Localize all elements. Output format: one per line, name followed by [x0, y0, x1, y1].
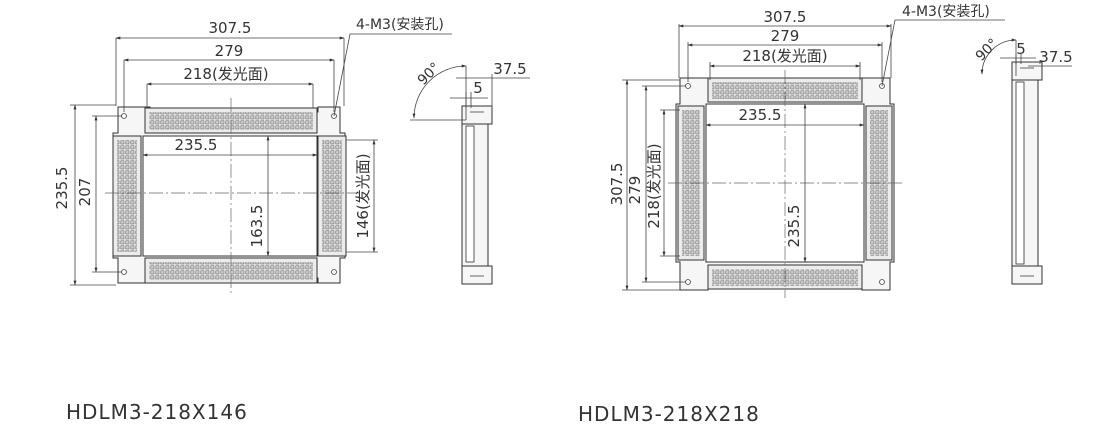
side-depth: 37.5 [493, 60, 526, 78]
dim-inner-height: 235.5 [785, 205, 803, 248]
side-angle: 90° [973, 36, 1002, 65]
mount-hole [879, 83, 885, 89]
dim-mount-width: 279 [215, 42, 244, 60]
dim-emit-height: 146(发光面) [354, 153, 372, 238]
dim-mount-height: 279 [626, 176, 644, 205]
note-mounting-holes: 4-M3(安装孔) [356, 17, 444, 33]
dim-inner-width: 235.5 [739, 106, 782, 124]
dim-mount-width: 279 [771, 27, 800, 45]
mount-hole [879, 279, 885, 285]
side-angle: 90° [415, 60, 444, 89]
side-thickness: 5 [1016, 40, 1026, 58]
led-array-top [712, 82, 858, 99]
dim-mount-height: 207 [76, 178, 94, 207]
dim-outer-height: 307.5 [608, 163, 626, 206]
dim-outer-width: 307.5 [209, 19, 252, 37]
right-side-view: 90° 5 37.5 [973, 36, 1073, 285]
dim-emit-width: 218(发光面) [183, 65, 268, 83]
led-array-left [117, 140, 137, 252]
caption-right-model: HDLM3-218X218 [578, 402, 760, 425]
mount-hole [331, 269, 337, 275]
mount-hole [331, 113, 337, 119]
led-array-right [322, 140, 342, 252]
dim-inner-width: 235.5 [175, 136, 218, 154]
left-side-view: 90° 37.5 5 [410, 60, 530, 285]
dim-emit-width: 218(发光面) [742, 47, 827, 65]
side-depth: 37.5 [1039, 48, 1072, 66]
dim-outer-height: 235.5 [53, 167, 71, 210]
dim-inner-height: 163.5 [248, 205, 266, 248]
dim-outer-width: 307.5 [764, 8, 807, 26]
dim-emit-height: 218(发光面) [645, 143, 663, 228]
side-thickness: 5 [473, 79, 483, 97]
left-front-view: 307.5 279 218(发光面) 4-M3(安装孔) 235.5 235.5… [53, 17, 452, 296]
note-mounting-holes: 4-M3(安装孔) [902, 4, 990, 20]
right-front-view: 307.5 279 218(发光面) 4-M3(安装孔) 235.5 307.5… [608, 4, 1005, 298]
caption-left-model: HDLM3-218X146 [66, 400, 248, 424]
